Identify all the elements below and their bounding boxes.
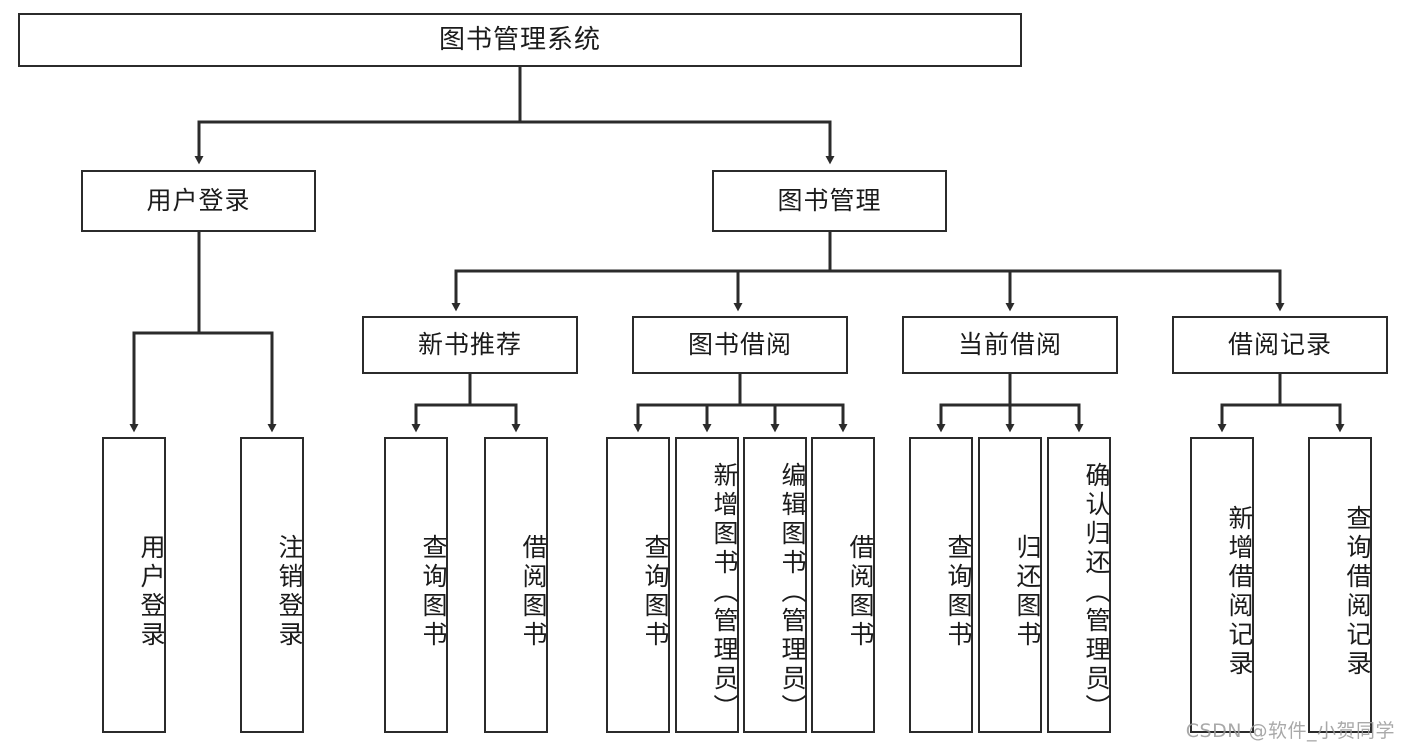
leaf-query-book-1-label: 查询图书 (419, 534, 448, 650)
leaf-query-book-3[interactable]: 查询图书 (909, 437, 973, 733)
node-root[interactable]: 图书管理系统 (18, 13, 1022, 67)
leaf-query-book-3-label: 查询图书 (944, 534, 973, 650)
leaf-add-record[interactable]: 新增借阅记录 (1190, 437, 1254, 733)
leaf-add-book-label: 新增图书（管理员） (710, 461, 739, 723)
leaf-borrow-book-1[interactable]: 借阅图书 (484, 437, 548, 733)
leaf-borrow-book-2-label: 借阅图书 (846, 534, 875, 650)
leaf-return-book[interactable]: 归还图书 (978, 437, 1042, 733)
node-user-login[interactable]: 用户登录 (81, 170, 316, 232)
leaf-user-login[interactable]: 用户登录 (102, 437, 166, 733)
node-book-manage-label: 图书管理 (777, 186, 882, 216)
leaf-confirm-return[interactable]: 确认归还（管理员） (1047, 437, 1111, 733)
leaf-query-record-label: 查询借阅记录 (1343, 505, 1372, 679)
leaf-add-record-label: 新增借阅记录 (1225, 505, 1254, 679)
node-borrow-record-label: 借阅记录 (1227, 330, 1332, 360)
node-root-label: 图书管理系统 (438, 24, 601, 55)
leaf-user-logout-label: 注销登录 (275, 534, 304, 650)
leaf-add-book[interactable]: 新增图书（管理员） (675, 437, 739, 733)
leaf-user-login-label: 用户登录 (137, 534, 166, 650)
leaf-query-record[interactable]: 查询借阅记录 (1308, 437, 1372, 733)
leaf-return-book-label: 归还图书 (1013, 534, 1042, 650)
leaf-borrow-book-1-label: 借阅图书 (519, 534, 548, 650)
leaf-user-logout[interactable]: 注销登录 (240, 437, 304, 733)
leaf-query-book-2-label: 查询图书 (641, 534, 670, 650)
leaf-confirm-return-label: 确认归还（管理员） (1082, 461, 1111, 723)
node-current-borrow-label: 当前借阅 (957, 330, 1062, 360)
node-user-login-label: 用户登录 (146, 186, 251, 216)
node-borrow-record[interactable]: 借阅记录 (1172, 316, 1388, 374)
node-book-manage[interactable]: 图书管理 (712, 170, 947, 232)
leaf-edit-book-label: 编辑图书（管理员） (778, 461, 807, 723)
leaf-edit-book[interactable]: 编辑图书（管理员） (743, 437, 807, 733)
node-current-borrow[interactable]: 当前借阅 (902, 316, 1118, 374)
leaf-query-book-1[interactable]: 查询图书 (384, 437, 448, 733)
node-book-borrow[interactable]: 图书借阅 (632, 316, 848, 374)
csdn-watermark: CSDN @软件_小贺同学 (1185, 720, 1395, 742)
node-new-book-recommend[interactable]: 新书推荐 (362, 316, 578, 374)
leaf-query-book-2[interactable]: 查询图书 (606, 437, 670, 733)
node-new-book-recommend-label: 新书推荐 (417, 330, 522, 360)
node-book-borrow-label: 图书借阅 (687, 330, 792, 360)
leaf-borrow-book-2[interactable]: 借阅图书 (811, 437, 875, 733)
